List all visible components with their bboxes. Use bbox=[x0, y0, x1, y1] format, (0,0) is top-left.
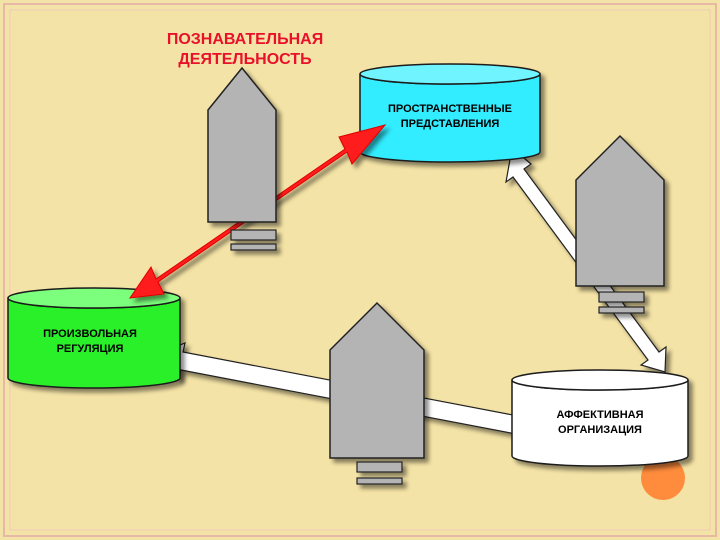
label-voluntary: ПРОИЗВОЛЬНАЯ РЕГУЛЯЦИЯ bbox=[10, 327, 170, 357]
accent-circle bbox=[641, 456, 685, 500]
cylinder-affective bbox=[511, 369, 689, 467]
label-spatial: ПРОСТРАНСТВЕННЫЕ ПРЕДСТАВЛЕНИЯ bbox=[362, 102, 538, 132]
label-voluntary-line-2: РЕГУЛЯЦИЯ bbox=[56, 343, 124, 355]
up-arrow-center bbox=[329, 301, 425, 485]
label-affective-line-2: ОРГАНИЗАЦИЯ bbox=[558, 424, 642, 436]
label-spatial-line-1: ПРОСТРАНСТВЕННЫЕ bbox=[388, 103, 512, 115]
title-line-1: ПОЗНАВАТЕЛЬНАЯ bbox=[166, 31, 324, 48]
cylinder-spatial bbox=[359, 63, 541, 163]
frame-outer bbox=[3, 3, 717, 537]
title-line-2: ДЕЯТЕЛЬНОСТЬ bbox=[178, 51, 312, 68]
label-spatial-line-2: ПРЕДСТАВЛЕНИЯ bbox=[400, 118, 500, 130]
diagram-title: ПОЗНАВАТЕЛЬНАЯ ДЕЯТЕЛЬНОСТЬ bbox=[130, 30, 360, 70]
label-voluntary-line-1: ПРОИЗВОЛЬНАЯ bbox=[43, 328, 137, 340]
label-affective-line-1: АФФЕКТИВНАЯ bbox=[556, 409, 644, 421]
up-arrow-right bbox=[575, 134, 665, 314]
up-arrow-cognitive bbox=[207, 66, 277, 251]
label-affective: АФФЕКТИВНАЯ ОРГАНИЗАЦИЯ bbox=[514, 408, 686, 438]
frame-inner bbox=[9, 9, 711, 531]
